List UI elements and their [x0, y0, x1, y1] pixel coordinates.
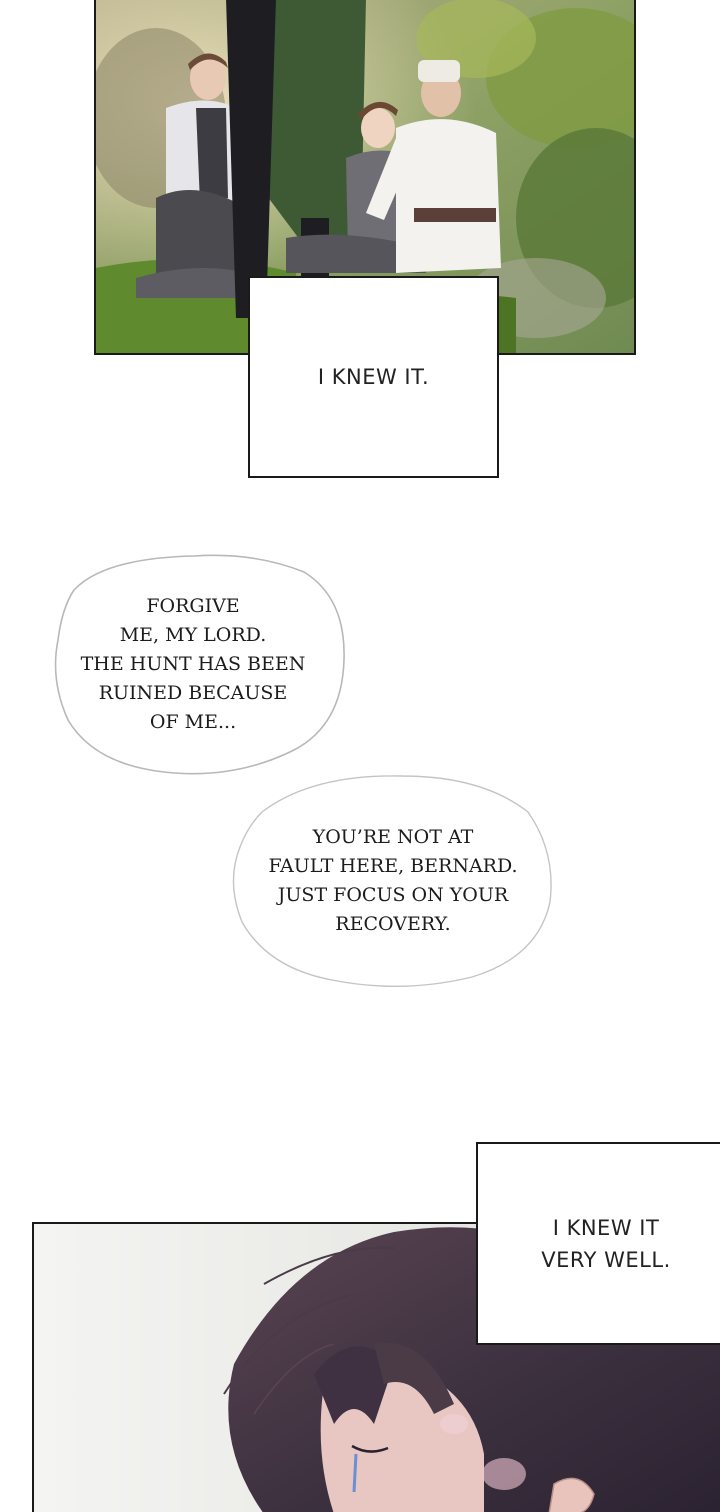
speech-bubble-not-at-fault: YOU’RE NOT AT FAULT HERE, BERNARD. JUST … [232, 772, 554, 990]
bubble-text: FORGIVE ME, MY LORD. THE HUNT HAS BEEN R… [80, 594, 306, 733]
top-comic-panel [94, 0, 636, 355]
forest-scene-illustration [96, 0, 634, 353]
narration-text-line-2: VERY WELL. [541, 1247, 671, 1272]
bubble-text: YOU’RE NOT AT FAULT HERE, BERNARD. JUST … [268, 826, 518, 935]
narration-box-knew-it: I KNEW IT. [248, 276, 499, 478]
speech-bubble-forgive: FORGIVE ME, MY LORD. THE HUNT HAS BEEN R… [54, 550, 346, 778]
bubble-outline [232, 775, 552, 987]
narration-text: I KNEW IT. [317, 365, 430, 389]
bubble-outline [54, 554, 345, 775]
narration-text-line-1: I KNEW IT [552, 1215, 660, 1240]
narration-box-knew-it-well: I KNEW IT VERY WELL. [476, 1142, 720, 1345]
